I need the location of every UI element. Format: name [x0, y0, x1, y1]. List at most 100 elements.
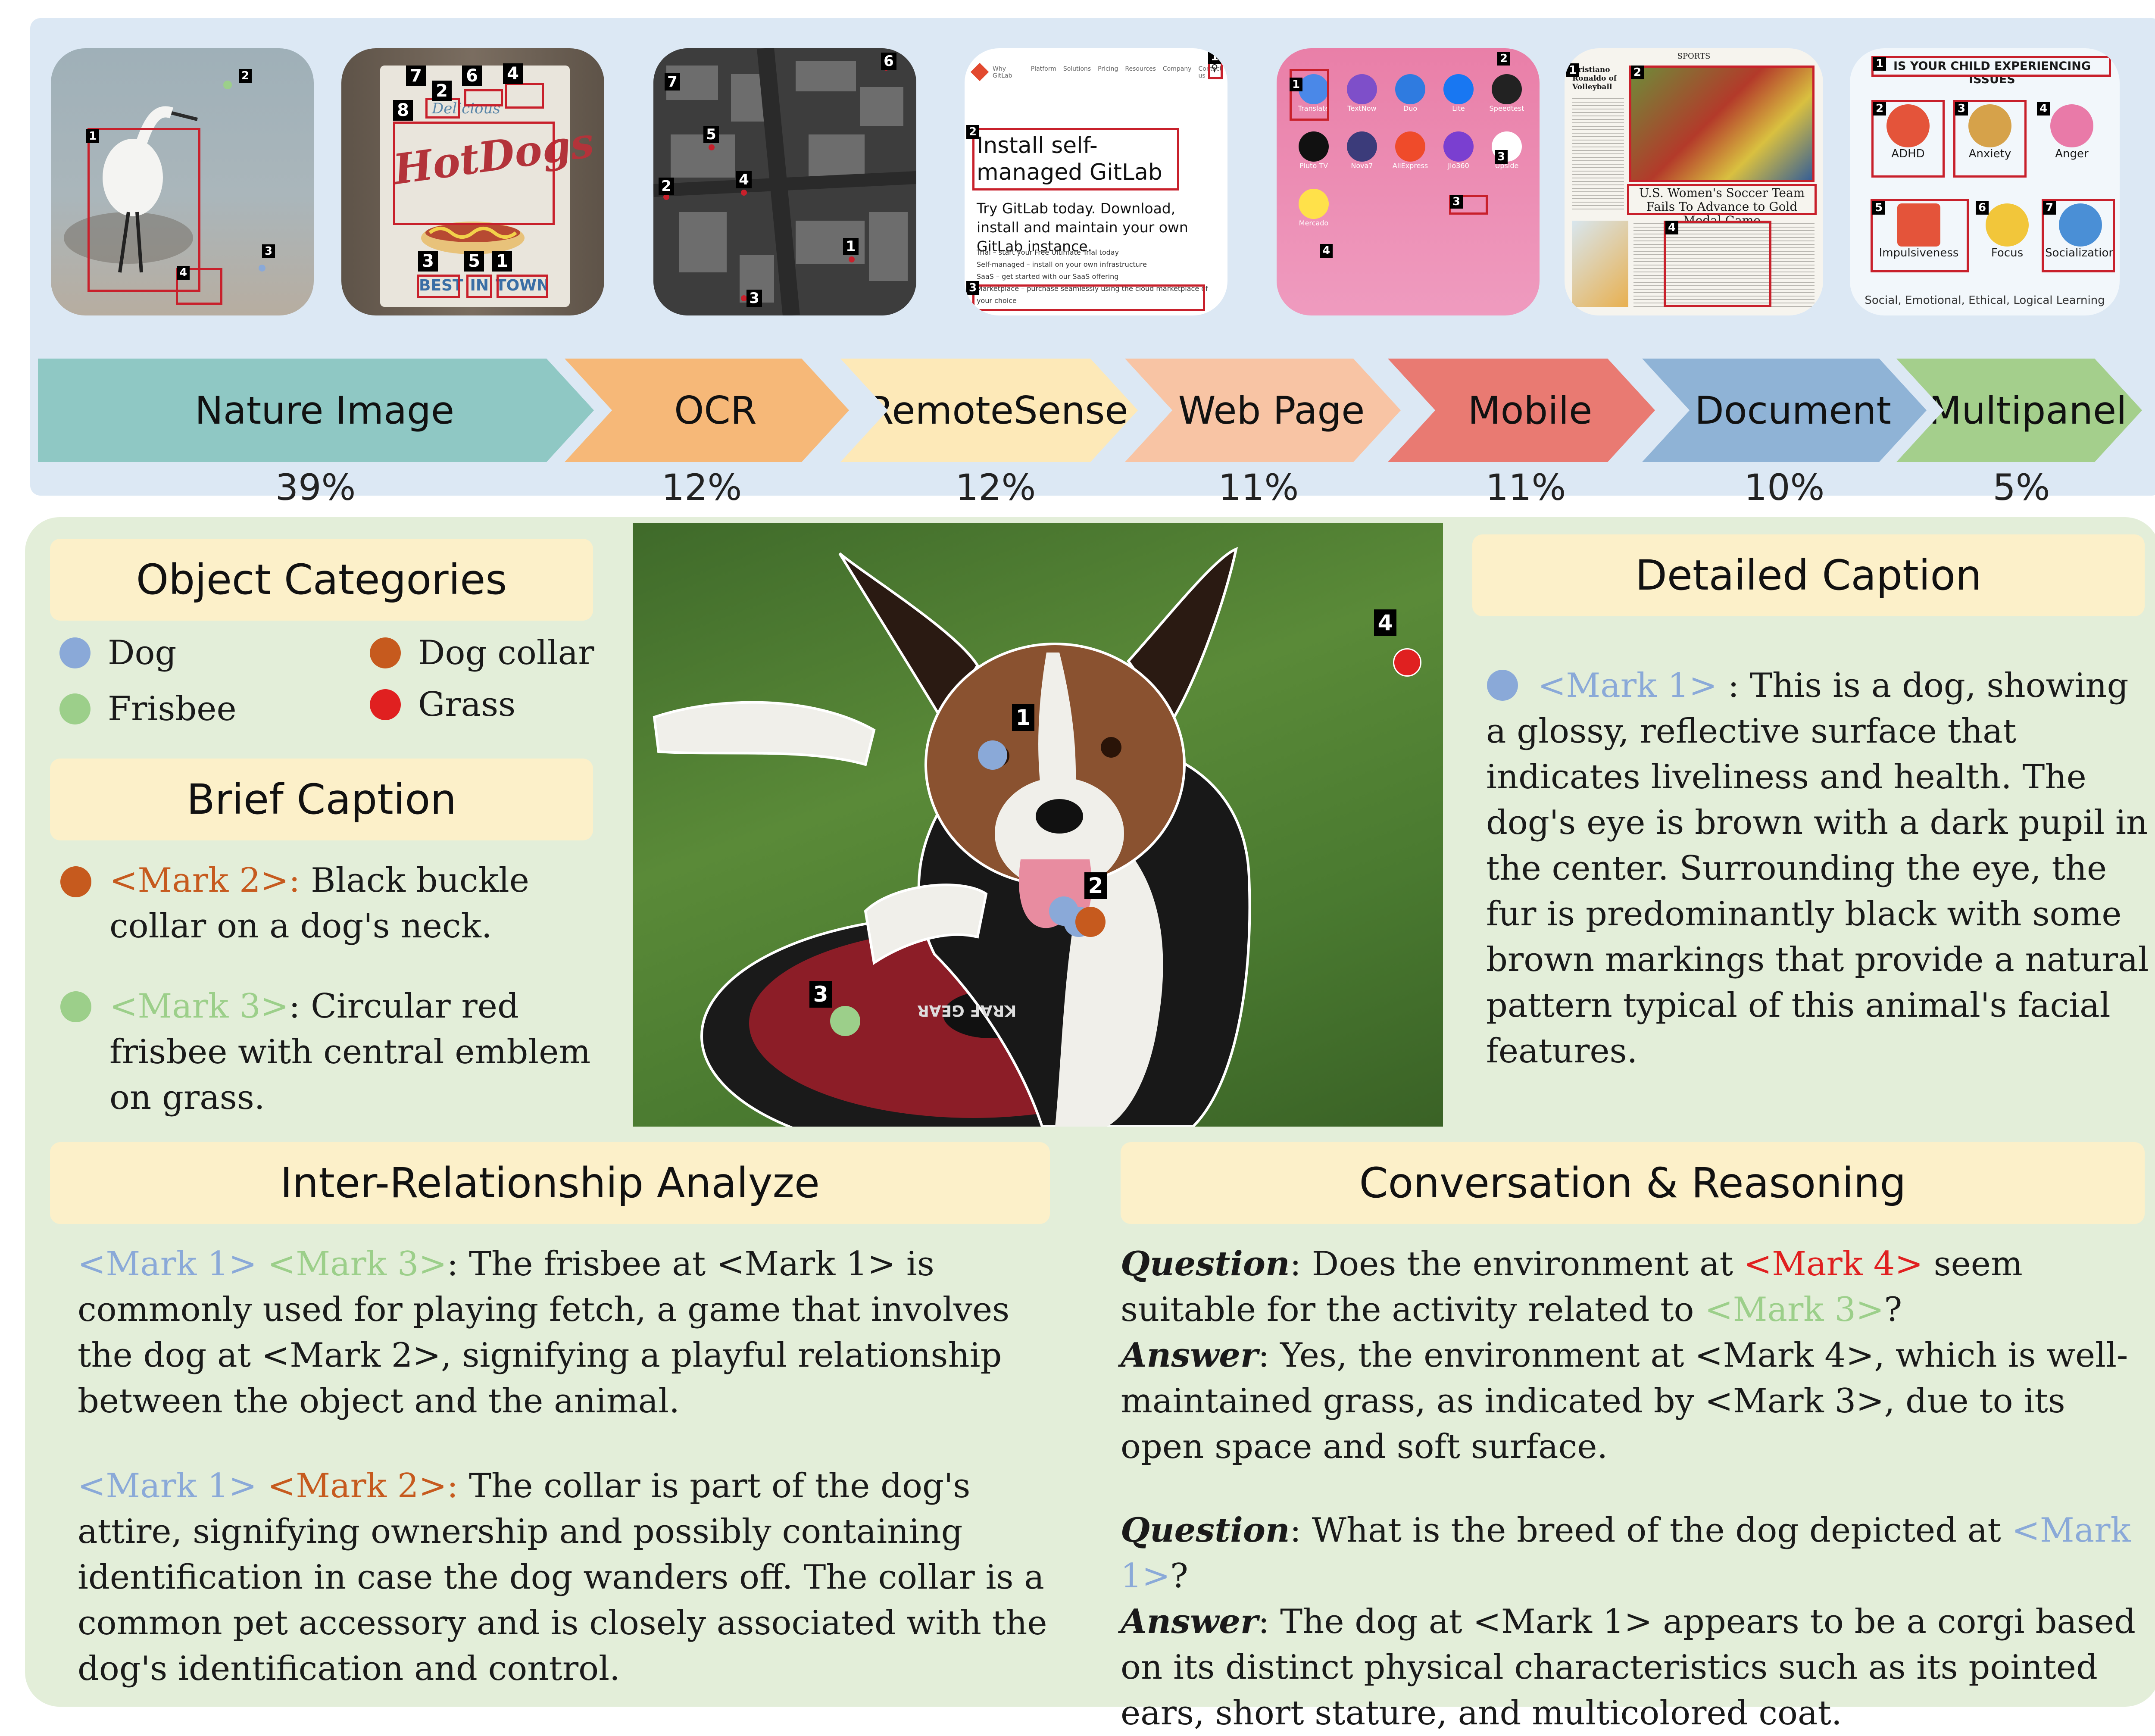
category-grass: Grass [370, 685, 515, 724]
hotdog-illustration [421, 222, 525, 254]
question-text: : What is the breed of the dog depicted … [1290, 1511, 2012, 1550]
app-label: TextNow [1347, 104, 1377, 112]
mark-label: 3 [966, 281, 979, 295]
caption-text: : Circular red frisbee with central embl… [109, 987, 591, 1117]
object-categories-header: Object Categories [50, 539, 593, 621]
color-dot [59, 637, 91, 668]
mark-label: 2 [432, 81, 452, 101]
mark-label: 7 [406, 66, 426, 86]
web-link: SaaS – get started with our SaaS offerin… [977, 272, 1119, 281]
mark-label: 1 [1873, 57, 1886, 71]
color-dot [1487, 670, 1518, 701]
inter-relationship-header: Inter-Relationship Analyze [50, 1142, 1050, 1224]
thumbnail-document: SPORTS Cristiano Ronaldo of Volleyball U… [1565, 48, 1823, 315]
detailed-caption-header: Detailed Caption [1472, 534, 2145, 616]
nav-item: Pricing [1098, 66, 1118, 72]
conversation-header: Conversation & Reasoning [1121, 1142, 2145, 1224]
bbox-4 [176, 268, 222, 305]
mark-label: 1 [1290, 78, 1302, 91]
detailed-caption-text: <Mark 1> : This is a dog, showing a glos… [1486, 663, 2155, 1074]
nav-item: Platform [1031, 66, 1056, 72]
doc-masthead: SPORTS [1677, 52, 1711, 61]
bbox-4 [505, 83, 544, 109]
brief-caption-collar: <Mark 2>: Black buckle collar on a dog's… [109, 858, 605, 949]
mark-label: 4 [1665, 221, 1678, 234]
mark-label: 3 [746, 290, 762, 307]
mark-label: 2 [1631, 66, 1644, 79]
mark-label: 1 [1208, 50, 1221, 64]
app-mercado: Mercado [1290, 189, 1338, 227]
mark-label: 2 [966, 125, 979, 139]
poster-label: Anxiety [1968, 147, 2011, 160]
app-duo: Duo [1386, 74, 1434, 112]
thumbnail-web-page: Why GitLab Platform Solutions Pricing Re… [965, 48, 1227, 315]
mark-label: 1 [843, 238, 859, 255]
qa-environment: Question: Does the environment at <Mark … [1121, 1241, 2146, 1470]
app-label: AliExpress [1392, 162, 1428, 170]
category-arrow-mobile: Mobile [1388, 359, 1655, 462]
mark-label: 1 [1566, 63, 1579, 77]
mark-label: 2 [659, 178, 674, 195]
answer-text: : The dog at <Mark 1> appears to be a co… [1121, 1602, 2136, 1733]
bbox-1 [1290, 69, 1329, 121]
app-jio: Jio360 [1434, 131, 1483, 170]
thumbnail-remote-sensing: 6 7 5 4 2 1 3 [653, 48, 916, 315]
answer-text: : Yes, the environment at <Mark 4>, whic… [1121, 1336, 2128, 1466]
poster-cell: Impulsiveness [1871, 203, 1966, 268]
mark-dot-grass [1393, 648, 1421, 677]
app-label: Speedtest [1489, 104, 1524, 112]
app-nova: Nova7 [1338, 131, 1386, 170]
color-dot [60, 991, 91, 1022]
mark-label: 5 [703, 126, 719, 143]
bbox-3 [1953, 100, 2027, 178]
app-aliexpress: AliExpress [1386, 131, 1434, 170]
nav-item: Why GitLab [993, 66, 1012, 79]
poster-cell: Anger [2035, 104, 2108, 169]
mark-label: 7 [2043, 201, 2056, 215]
mark-label: 3 [809, 981, 832, 1008]
mark-reference: <Mark 3> [1705, 1290, 1884, 1329]
category-arrow-web-page: Web Page [1125, 359, 1401, 462]
thumbnail-ocr: HotDogs Delicious BEST IN TOWN 7 2 6 4 8… [341, 48, 604, 315]
question-label: Question [1121, 1244, 1290, 1283]
color-dot [370, 637, 401, 668]
poster-cell: Anxiety [1953, 104, 2027, 169]
category-arrow-document: Document [1642, 359, 1927, 462]
poster-cell: ADHD [1871, 104, 1945, 169]
search-icon: ⚲ [1211, 63, 1218, 74]
bbox-2 [972, 128, 1179, 190]
bbox-5 [1871, 199, 1969, 272]
category-name: Dog collar [418, 634, 594, 672]
category-percent: 5% [1993, 466, 2050, 509]
mark-reference: <Mark 3> [267, 1245, 447, 1283]
relationship-dog-frisbee: <Mark 1> <Mark 3>: The frisbee at <Mark … [78, 1241, 1069, 1424]
bbox-6 [464, 89, 503, 106]
bbox-2 [1629, 66, 1815, 182]
caption-text: : This is a dog, showing a glossy, refle… [1486, 666, 2149, 1071]
app-pluto: Pluto TV [1290, 131, 1338, 170]
mark-reference: <Mark 2>: [267, 1467, 459, 1505]
doc-photo-small [1572, 221, 1628, 307]
mark-label: 2 [1084, 872, 1107, 899]
category-name: Dog [108, 634, 177, 672]
egret-illustration [64, 81, 265, 273]
web-heading: Install self-managed GitLab [977, 133, 1162, 185]
mark-reference: <Mark 1> [1121, 1511, 2131, 1595]
nav-item: Resources [1125, 66, 1156, 72]
thumbnail-multipanel: IS YOUR CHILD EXPERIENCING ISSUES ADHD A… [1850, 48, 2120, 315]
category-label: Web Page [1178, 388, 1365, 433]
bbox-4 [1664, 221, 1771, 307]
mark-label: 3 [1955, 102, 1968, 116]
question-label: Question [1121, 1511, 1290, 1550]
category-percent: 12% [661, 466, 742, 509]
sign-word: TOWN [496, 277, 550, 294]
aerial-city-illustration [653, 48, 916, 315]
mark-reference: <Mark 3> [109, 987, 289, 1026]
relationship-dog-collar: <Mark 1> <Mark 2>: The collar is part of… [78, 1463, 1069, 1692]
category-dog-collar: Dog collar [370, 634, 594, 672]
category-percent: 12% [955, 466, 1036, 509]
category-label: OCR [674, 388, 757, 433]
bbox-1 [497, 275, 548, 298]
mark-label: 2 [1873, 102, 1886, 116]
mark-label: 4 [177, 266, 190, 280]
